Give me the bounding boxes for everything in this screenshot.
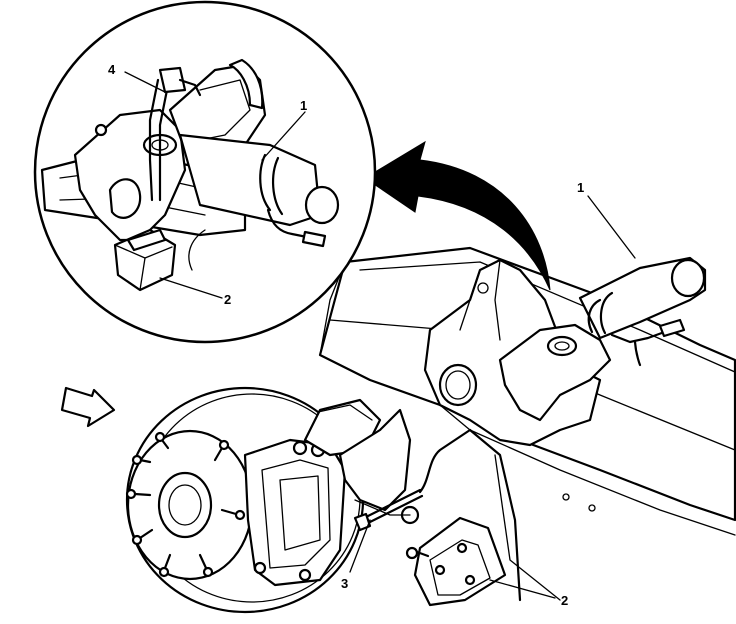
leader-lines	[124, 71, 636, 599]
axle-tube-main	[578, 256, 707, 340]
inset-detail	[33, 0, 377, 344]
callout-inset-4: 4	[108, 62, 116, 77]
brake-hose-bracket-main	[405, 516, 507, 607]
wheel-studs	[125, 431, 246, 578]
steering-knuckle	[338, 408, 420, 525]
curved-arrow	[364, 140, 551, 291]
callout-main-2: 2	[561, 593, 568, 608]
callout-inset-2: 2	[224, 292, 231, 307]
callout-inset-1: 1	[300, 98, 307, 113]
brake-pipe-fitting-main	[610, 318, 686, 367]
brake-hose	[353, 428, 561, 602]
callout-numbers: 4 1 2 1 3 2	[108, 62, 584, 608]
view-arrow-left	[60, 386, 116, 428]
callout-main-3: 3	[341, 576, 348, 591]
callout-main-1: 1	[577, 180, 584, 195]
axle-bracket-main	[498, 323, 612, 422]
brake-caliper	[243, 398, 382, 587]
